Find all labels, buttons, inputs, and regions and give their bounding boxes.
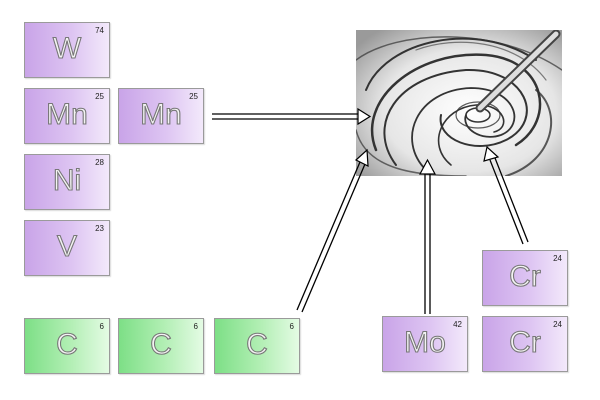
swirl-mixing-icon <box>356 30 562 176</box>
atomic-number: 6 <box>193 322 198 331</box>
atomic-number: 6 <box>99 322 104 331</box>
element-tile-c-1: C 6 <box>24 318 110 374</box>
element-tile-mn-2: Mn 25 <box>118 88 204 144</box>
element-symbol: Ni <box>52 163 82 197</box>
element-tile-c-3: C 6 <box>214 318 300 374</box>
atomic-number: 24 <box>553 320 562 329</box>
atomic-number: 6 <box>289 322 294 331</box>
element-symbol: C <box>246 327 269 361</box>
atomic-number: 42 <box>453 320 462 329</box>
arrow-c-to-mix <box>296 148 369 313</box>
element-symbol: C <box>150 327 173 361</box>
element-symbol: Cr <box>509 325 542 359</box>
element-tile-v: V 23 <box>24 220 110 276</box>
atomic-number: 74 <box>95 26 104 35</box>
arrow-mn-to-mix <box>212 107 372 126</box>
atomic-number: 25 <box>95 92 104 101</box>
atomic-number: 28 <box>95 158 104 167</box>
element-tile-c-2: C 6 <box>118 318 204 374</box>
atomic-number: 25 <box>189 92 198 101</box>
stirring-rod <box>475 30 561 113</box>
element-symbol: Mo <box>404 325 447 359</box>
element-symbol: Mn <box>46 97 89 131</box>
element-symbol: Cr <box>509 259 542 293</box>
element-symbol: C <box>56 327 79 361</box>
element-tile-mo: Mo 42 <box>382 316 468 372</box>
atomic-number: 23 <box>95 224 104 233</box>
element-tile-mn: Mn 25 <box>24 88 110 144</box>
element-tile-cr-2: Cr 24 <box>482 316 568 372</box>
arrow-mo-to-mix <box>418 158 437 314</box>
element-symbol: W <box>52 31 82 65</box>
atomic-number: 24 <box>553 254 562 263</box>
element-symbol: V <box>56 229 77 263</box>
element-tile-ni: Ni 28 <box>24 154 110 210</box>
element-tile-cr-1: Cr 24 <box>482 250 568 306</box>
element-symbol: Mn <box>140 97 183 131</box>
element-tile-w: W 74 <box>24 22 110 78</box>
arrow-cr-to-mix <box>483 145 529 245</box>
